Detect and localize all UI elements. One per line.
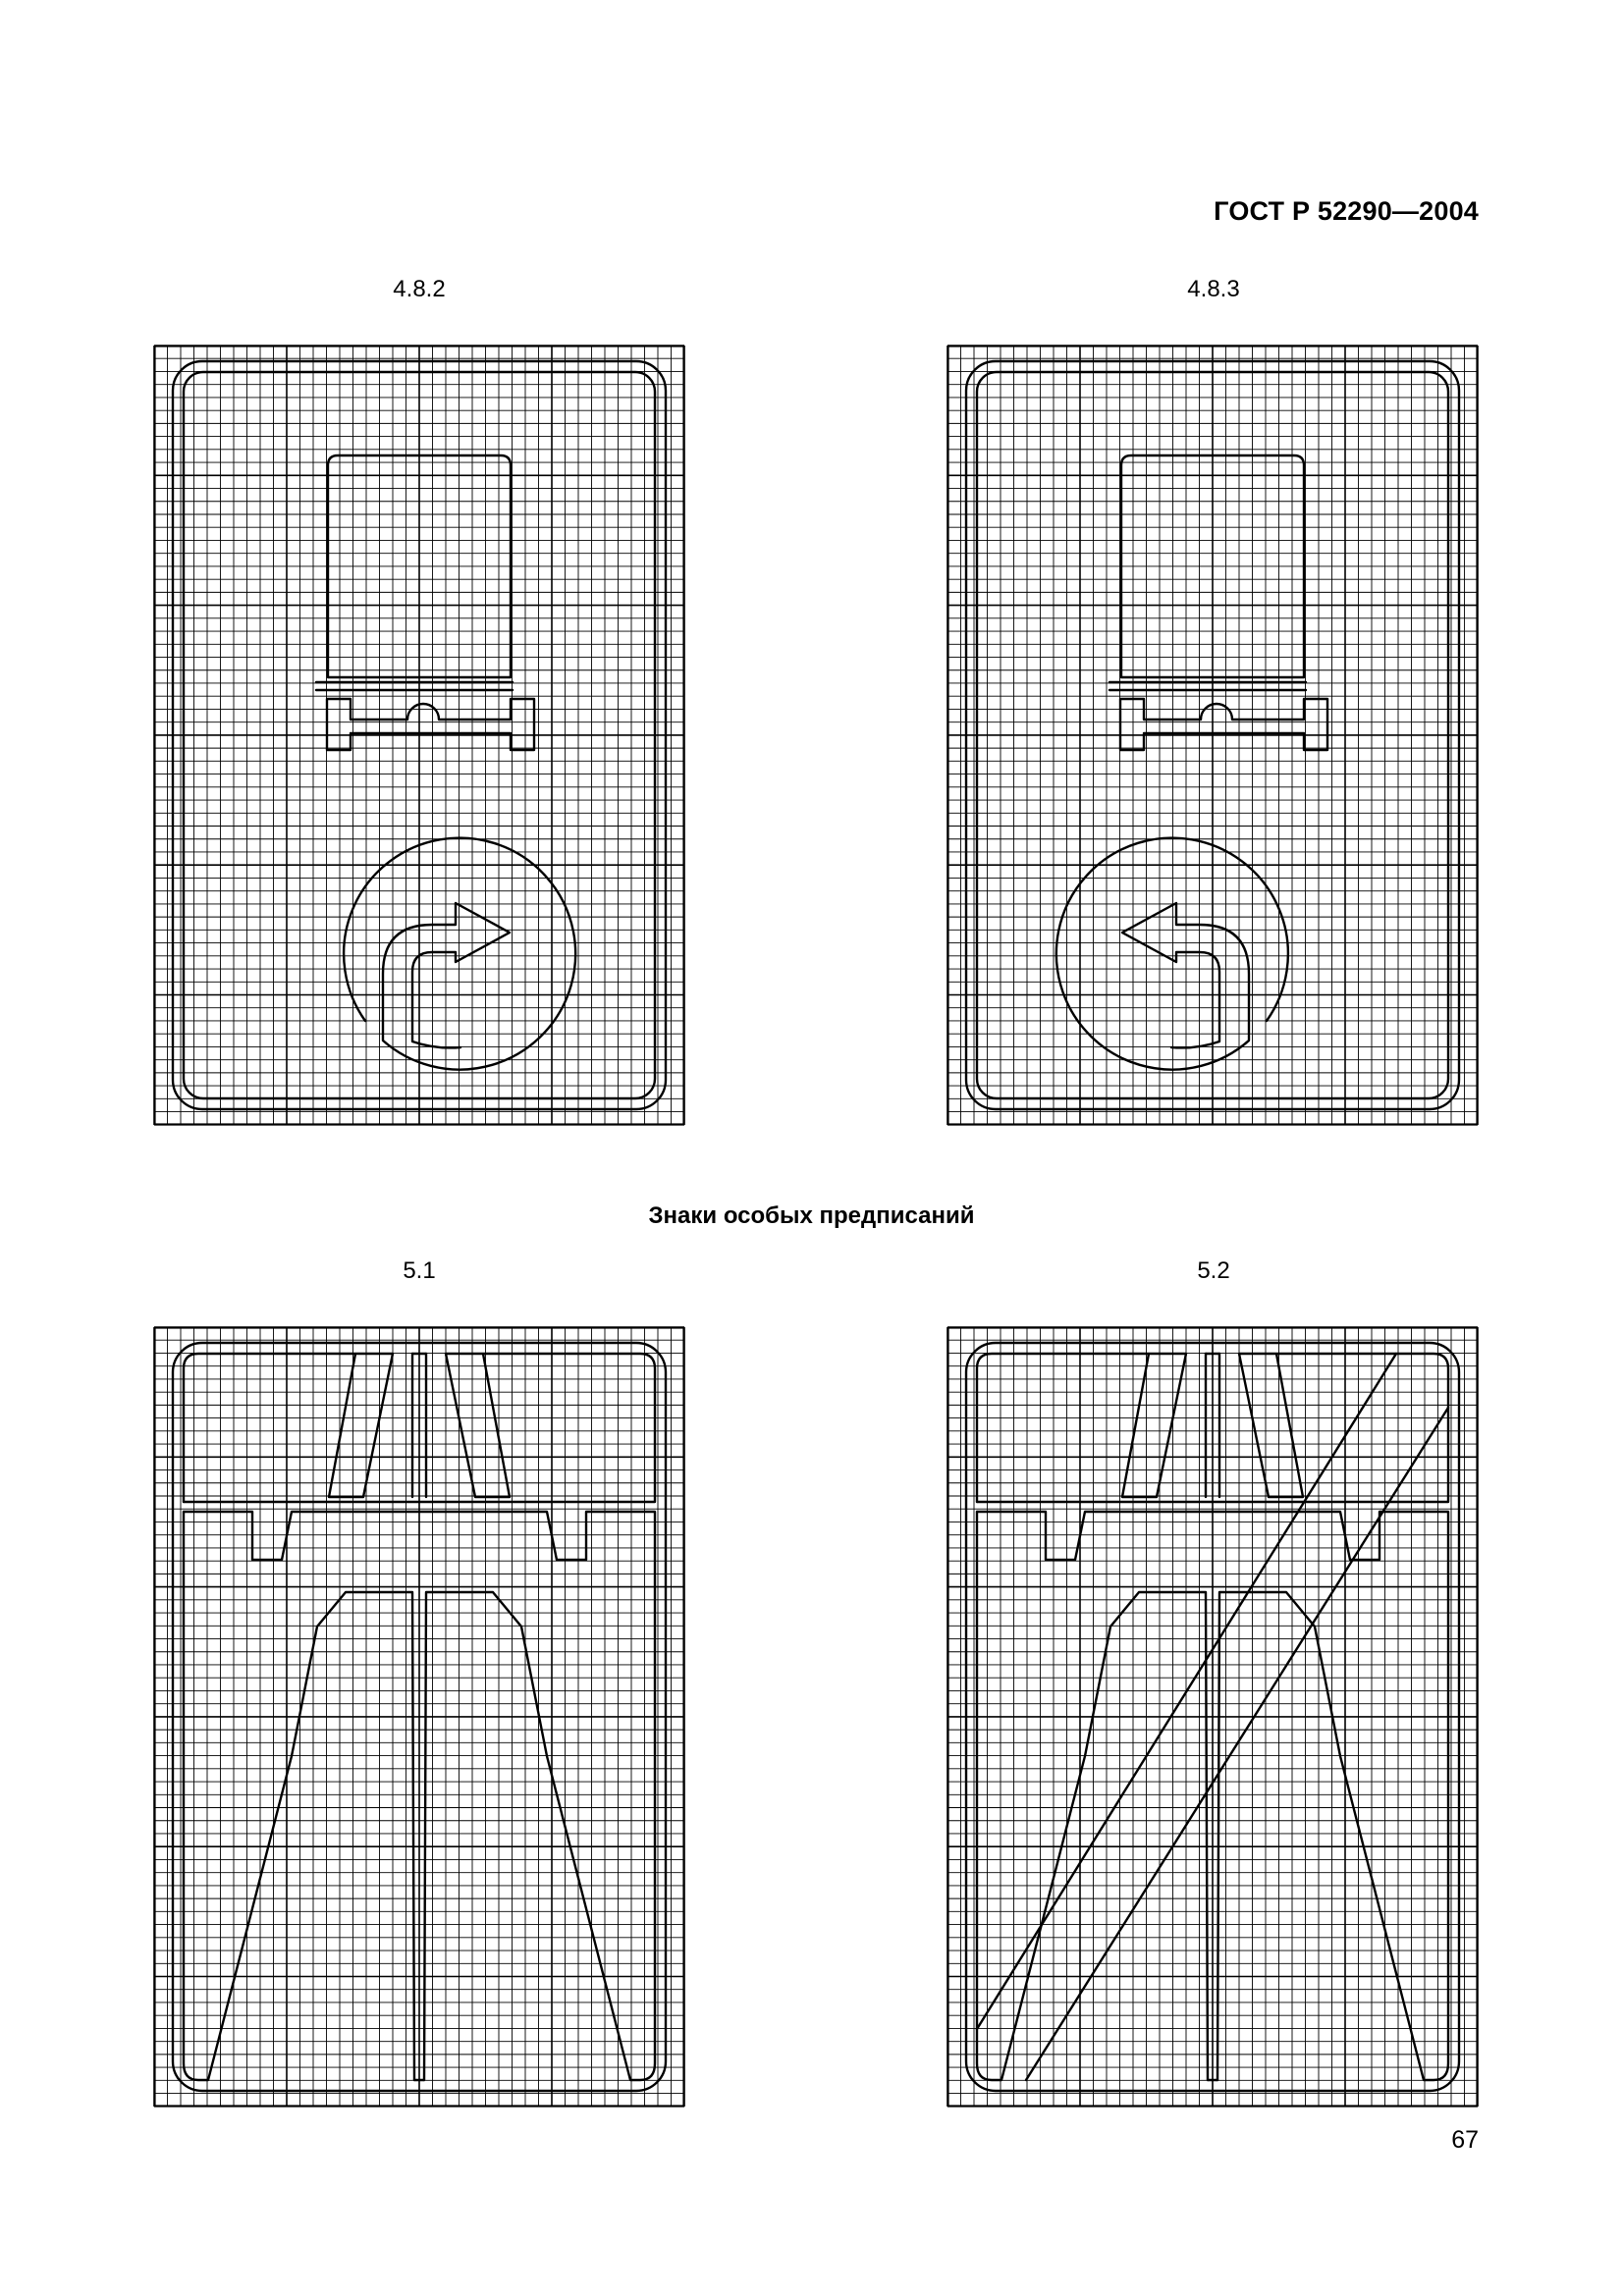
motorway-symbol: [182, 1352, 657, 2082]
grid: [947, 345, 1479, 1126]
cancellation-stripe: [975, 1352, 1450, 2082]
motorway-symbol: [975, 1352, 1450, 2082]
figure-label-4-8-2: 4.8.2: [393, 276, 446, 302]
turn-right-arrow-symbol: [342, 836, 577, 1071]
grid: [947, 1326, 1479, 2108]
sign-border-outer: [964, 359, 1461, 1111]
sign-border-outer: [171, 1341, 668, 2093]
sign-border-outer: [171, 359, 668, 1111]
figure-4-8-2: [153, 345, 685, 1126]
sign-border-inner: [182, 370, 657, 1100]
turn-left-arrow-symbol: [1055, 836, 1290, 1071]
sign-border-inner: [975, 370, 1450, 1100]
section-title: Знаки особых предписаний: [648, 1202, 975, 1229]
page-number: 67: [1451, 2126, 1479, 2154]
truck-symbol: [1108, 454, 1329, 752]
grid: [153, 1326, 685, 2108]
figure-4-8-3: [947, 345, 1479, 1126]
figure-5-2: [947, 1326, 1479, 2108]
standard-number: ГОСТ Р 52290—2004: [1214, 196, 1479, 226]
figure-5-1: [153, 1326, 685, 2108]
figure-label-4-8-3: 4.8.3: [1187, 276, 1240, 302]
grid: [153, 345, 685, 1126]
truck-symbol: [314, 454, 536, 752]
figure-label-5-2: 5.2: [1197, 1257, 1230, 1284]
sign-border-outer: [964, 1341, 1461, 2093]
figure-label-5-1: 5.1: [403, 1257, 436, 1284]
